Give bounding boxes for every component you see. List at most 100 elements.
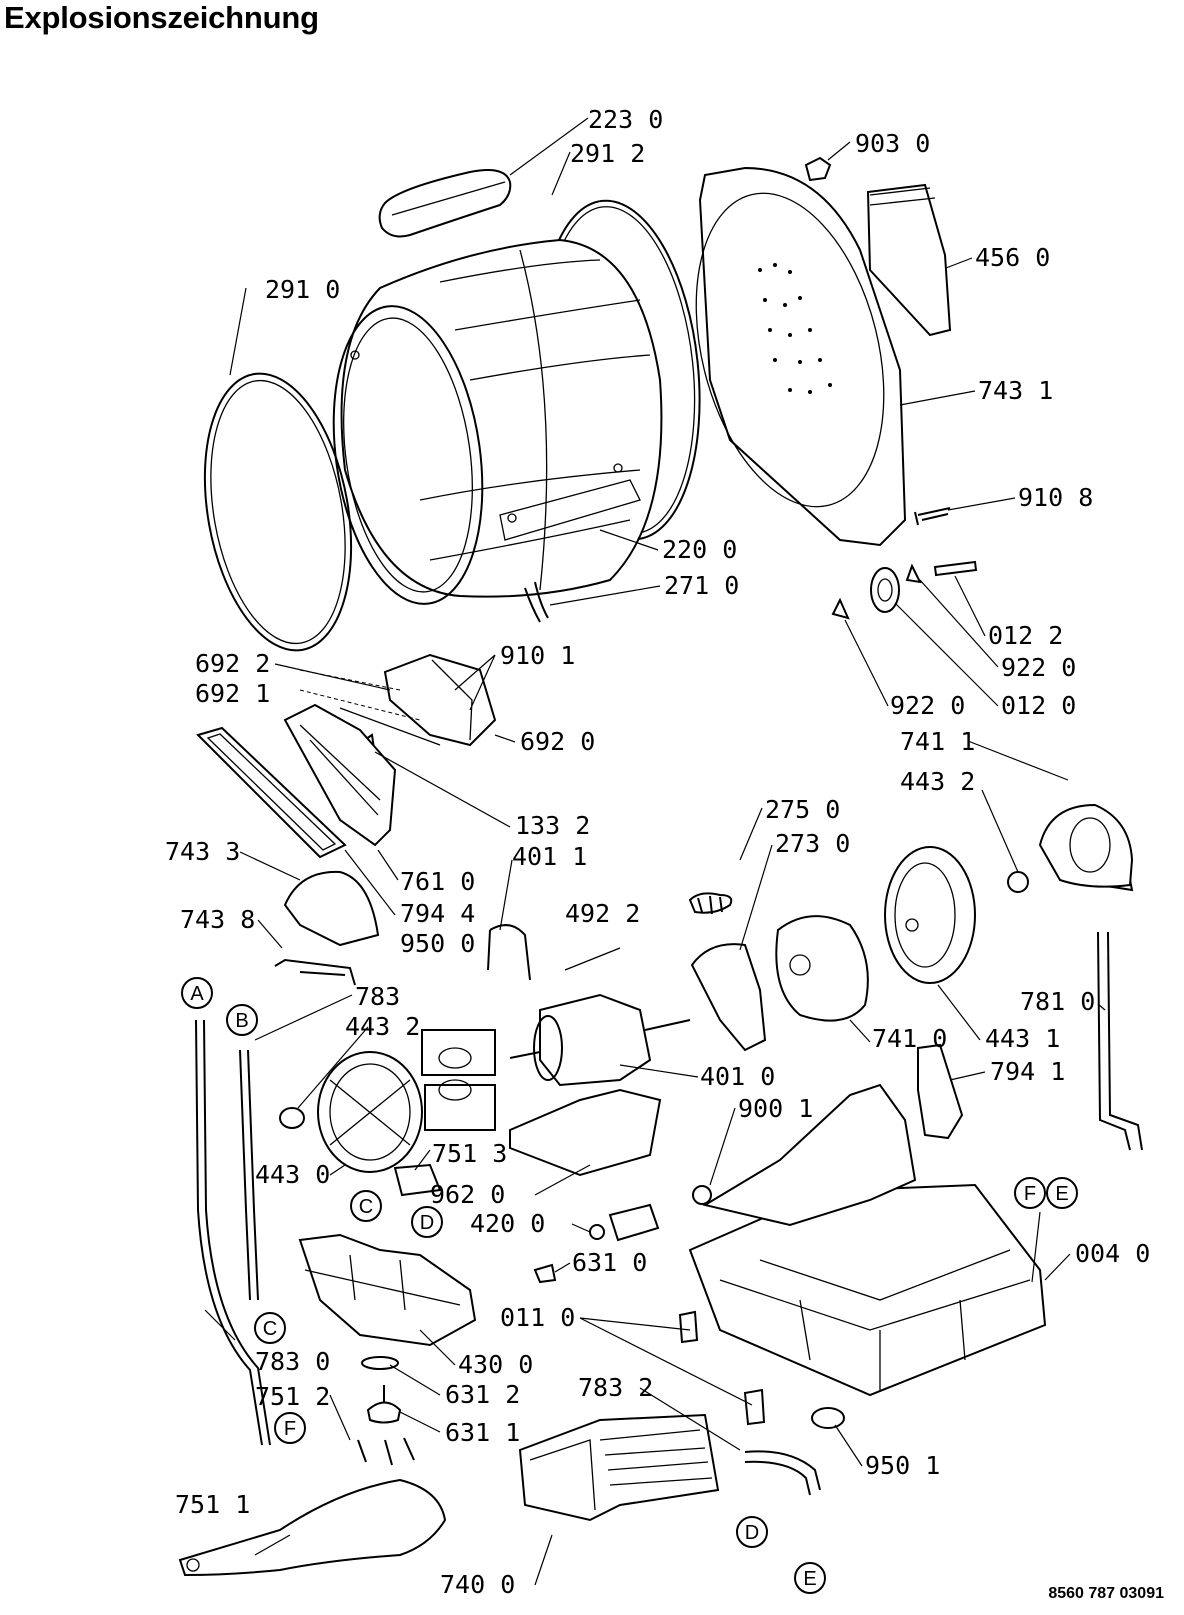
hose-b — [239, 1049, 251, 1301]
connector-b-top: B — [226, 1004, 258, 1036]
part-011-foot-a — [678, 1310, 699, 1344]
part-004-base-frame — [688, 1083, 1047, 1397]
part-012-2-shaft — [933, 560, 978, 577]
part-220-drum — [332, 238, 663, 605]
label-743-3: 743 3 — [165, 837, 240, 866]
label-743-1: 743 1 — [978, 376, 1053, 405]
label-692-1: 692 1 — [195, 679, 270, 708]
label-011-0: 011 0 — [500, 1303, 575, 1332]
label-004-0: 004 0 — [1075, 1239, 1150, 1268]
connector-f-bottom: F — [274, 1412, 306, 1444]
label-950-0: 950 0 — [400, 929, 475, 958]
part-900-1 — [692, 1185, 712, 1205]
document-number: 8560 787 03091 — [1048, 1585, 1164, 1602]
svg-text:E: E — [803, 1568, 816, 1590]
part-011-foot-b — [743, 1388, 766, 1426]
label-291-2: 291 2 — [570, 139, 645, 168]
part-443-1-fan-wheel — [884, 846, 976, 984]
label-962-0: 962 0 — [430, 1180, 505, 1209]
label-275-0: 275 0 — [765, 795, 840, 824]
label-751-2: 751 2 — [255, 1382, 330, 1411]
svg-text:C: C — [359, 1196, 373, 1218]
part-903-clip — [804, 156, 832, 182]
page-title: Explosionszeichnung — [4, 0, 319, 35]
label-692-2: 692 2 — [195, 649, 270, 678]
label-401-1: 401 1 — [512, 842, 587, 871]
part-962-bracket — [509, 1088, 662, 1177]
label-443-0: 443 0 — [255, 1160, 330, 1189]
svg-text:A: A — [190, 983, 204, 1005]
label-751-3: 751 3 — [432, 1139, 507, 1168]
part-783-2-hose — [744, 1450, 821, 1491]
part-781-tube — [1097, 931, 1131, 1151]
part-443-2-clamp — [1007, 871, 1029, 893]
part-labels: 223 0 291 2 903 0 456 0 291 0 743 1 910 … — [165, 105, 1150, 1599]
svg-text:F: F — [1024, 1183, 1036, 1205]
label-950-1: 950 1 — [865, 1451, 940, 1480]
svg-text:E: E — [1055, 1183, 1068, 1205]
label-443-1: 443 1 — [985, 1024, 1060, 1053]
part-456-filter — [866, 183, 952, 337]
connector-e-top: E — [1046, 1177, 1078, 1209]
part-631-1-knob — [366, 1401, 402, 1424]
part-443-0-blower-wheel — [317, 1051, 423, 1173]
part-443-2-clamp-lower — [279, 1107, 305, 1129]
label-794-1: 794 1 — [990, 1057, 1065, 1086]
connector-d-bottom: D — [736, 1516, 768, 1548]
part-492-2 — [564, 947, 621, 971]
part-743-8 — [274, 958, 356, 986]
label-420-0: 420 0 — [470, 1209, 545, 1238]
label-456-0: 456 0 — [975, 243, 1050, 272]
label-631-0: 631 0 — [572, 1248, 647, 1277]
part-741-1-blower — [1038, 803, 1134, 892]
connector-e-bottom: E — [794, 1562, 826, 1594]
part-794-1-gasket — [917, 1043, 964, 1140]
label-740-0: 740 0 — [440, 1570, 515, 1599]
connector-c-bottom: C — [254, 1312, 286, 1344]
label-291-0: 291 0 — [265, 275, 340, 304]
part-741-0-fan-housing — [775, 915, 869, 1022]
part-692-0-cover — [383, 653, 497, 747]
part-794-4-seal — [196, 726, 347, 859]
connector-c-top: C — [350, 1190, 382, 1222]
label-012-0: 012 0 — [1001, 691, 1076, 720]
label-220-0: 220 0 — [662, 535, 737, 564]
part-275-spring — [688, 892, 733, 915]
label-900-1: 900 1 — [738, 1094, 813, 1123]
part-drawings — [178, 156, 1143, 1577]
label-761-0: 761 0 — [400, 867, 475, 896]
label-783-0: 783 0 — [255, 1347, 330, 1376]
connector-a-top: A — [181, 977, 213, 1009]
connector-f-top: F — [1014, 1177, 1046, 1209]
part-401-1-bracket — [487, 924, 531, 981]
label-910-8: 910 8 — [1018, 483, 1093, 512]
part-740-heater — [518, 1413, 720, 1522]
label-223-0: 223 0 — [588, 105, 663, 134]
label-133-2: 133 2 — [515, 811, 590, 840]
part-751-1 — [178, 1478, 447, 1577]
label-922-0-b: 922 0 — [890, 691, 965, 720]
part-271-belt — [524, 587, 541, 623]
svg-text:C: C — [263, 1318, 277, 1340]
label-401-0: 401 0 — [700, 1062, 775, 1091]
part-950-0-pad-b — [424, 1084, 496, 1131]
connector-d-top: D — [411, 1206, 443, 1238]
part-430-control — [298, 1233, 477, 1347]
label-273-0: 273 0 — [775, 829, 850, 858]
label-783: 783 — [355, 982, 400, 1011]
label-781-0: 781 0 — [1020, 987, 1095, 1016]
part-950-1 — [811, 1407, 845, 1429]
part-291-0-seal — [203, 372, 353, 652]
label-443-2-a: 443 2 — [900, 767, 975, 796]
label-743-8: 743 8 — [180, 905, 255, 934]
part-631-0 — [533, 1263, 557, 1284]
label-922-0-a: 922 0 — [1001, 653, 1076, 682]
svg-text:F: F — [284, 1418, 296, 1440]
connector-markers: A B C D C F E D — [181, 977, 1078, 1594]
part-743-1-rear-panel — [695, 166, 907, 547]
part-273-tensioner — [690, 943, 767, 1052]
hose-a — [195, 1019, 263, 1446]
svg-text:D: D — [420, 1212, 434, 1234]
label-271-0: 271 0 — [664, 571, 739, 600]
